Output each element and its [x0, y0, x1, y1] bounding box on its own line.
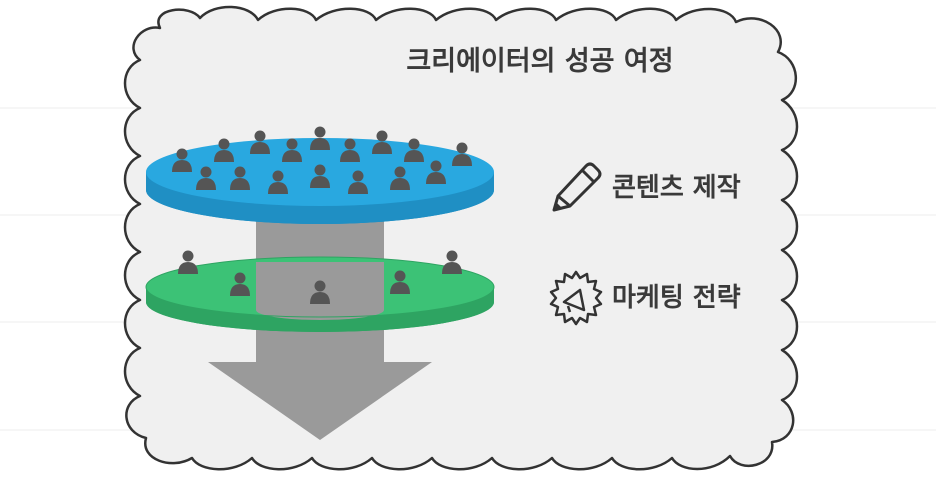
person-icon: [340, 138, 360, 162]
person-icon: [452, 142, 472, 166]
person-icon: [390, 166, 410, 190]
person-icon: [426, 160, 446, 184]
marketing-strategy-label: 마케팅 전략: [612, 283, 741, 313]
person-icon: [442, 250, 462, 274]
person-icon: [196, 166, 216, 190]
person-icon: [214, 138, 234, 162]
person-icon: [230, 166, 250, 190]
megaphone-icon: [549, 270, 603, 326]
person-icon: [310, 164, 330, 188]
person-icon: [178, 250, 198, 274]
diagram-title: 크리에이터의 성공 여정: [406, 46, 673, 77]
person-icon: [230, 272, 250, 296]
person-icon: [268, 170, 288, 194]
person-icon: [172, 148, 192, 172]
person-icon: [250, 130, 270, 154]
person-icon: [310, 126, 330, 150]
down-arrow: [208, 320, 432, 440]
content-creation-label: 콘텐츠 제작: [612, 173, 741, 203]
marketing-people: [178, 250, 462, 304]
person-icon: [348, 170, 368, 194]
person-icon: [282, 138, 302, 162]
person-icon: [310, 280, 330, 304]
person-icon: [390, 270, 410, 294]
person-icon: [404, 138, 424, 162]
pencil-icon: [552, 162, 602, 212]
person-icon: [372, 130, 392, 154]
content-people: [172, 126, 472, 194]
